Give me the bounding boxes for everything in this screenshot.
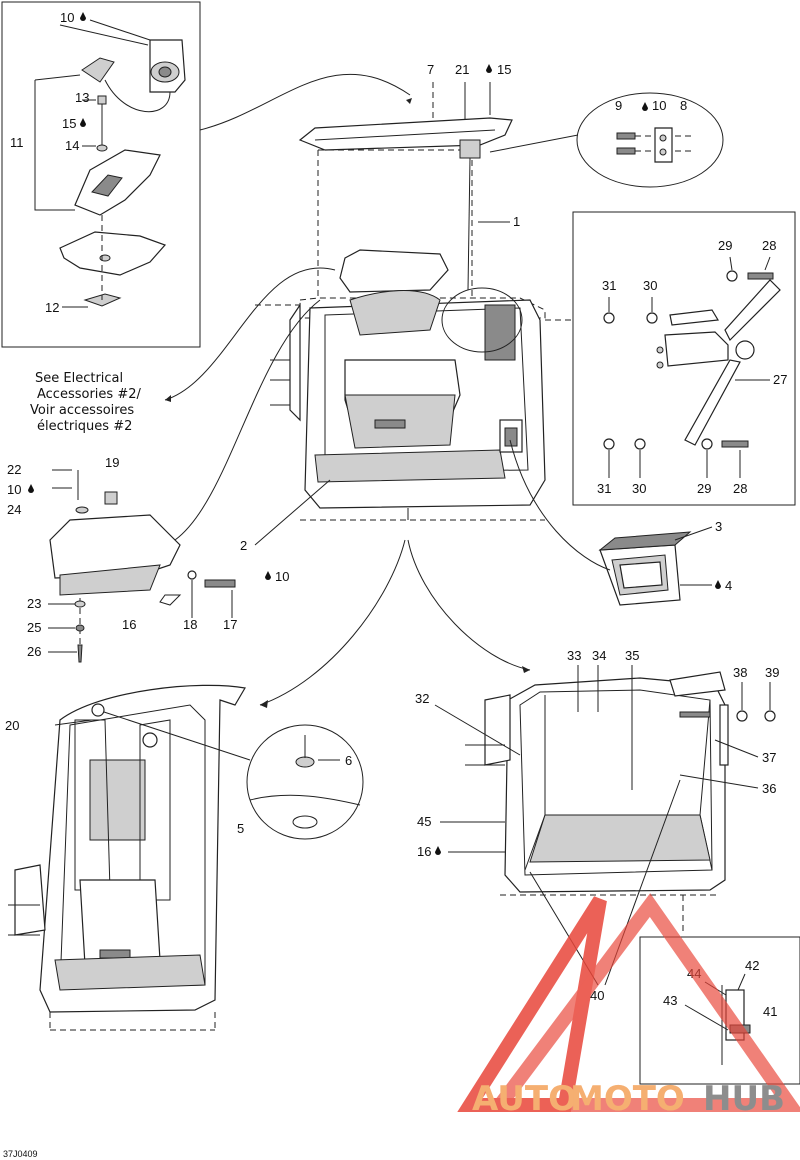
callout-3: 3 [715, 519, 722, 534]
main-storage-box: 1 2 [240, 139, 546, 553]
callout-19: 19 [105, 455, 119, 470]
callout-18: 18 [183, 617, 197, 632]
callout-38: 38 [733, 665, 747, 680]
drop-icon [642, 102, 648, 111]
callout-6: 6 [345, 753, 352, 768]
callout-16: 16 [122, 617, 136, 632]
callout-28: 28 [733, 481, 747, 496]
callout-42: 42 [745, 958, 759, 973]
callout-25: 25 [27, 620, 41, 635]
callout-13: 13 [75, 90, 89, 105]
callout-39: 39 [765, 665, 779, 680]
callout-15: 15 [62, 116, 76, 131]
callout-32: 32 [415, 691, 429, 706]
callout-22: 22 [7, 462, 21, 477]
callout-16: 16 [417, 844, 431, 859]
watermark-auto: AUTO [472, 1079, 577, 1119]
callout-34: 34 [592, 648, 606, 663]
callout-9: 9 [615, 98, 622, 113]
callout-27: 27 [773, 372, 787, 387]
callout-31: 31 [597, 481, 611, 496]
callout-11: 11 [10, 135, 24, 150]
callout-26: 26 [27, 644, 41, 659]
callout-14: 14 [65, 138, 79, 153]
callout-1: 1 [513, 214, 520, 229]
callout-33: 33 [567, 648, 581, 663]
callout-17: 17 [223, 617, 237, 632]
drop-icon [435, 846, 441, 855]
watermark-moto: MOTO [570, 1079, 685, 1119]
detail-box-top-left: 10 13 15 11 14 12 [1, 1, 201, 348]
drop-icon [486, 64, 492, 73]
drawing-code: 37J0409 [3, 1149, 38, 1159]
liner-assembly: 33 34 35 38 39 32 37 36 45 16 40 [415, 648, 779, 1003]
callout-7: 7 [427, 62, 434, 77]
callout-4: 4 [725, 578, 732, 593]
note-line-1: See Electrical [35, 371, 123, 386]
callout-28: 28 [762, 238, 776, 253]
callout-2: 2 [240, 538, 247, 553]
callout-20: 20 [5, 718, 19, 733]
watermark-logo: AUTO MOTO HUB [457, 893, 800, 1119]
callout-36: 36 [762, 781, 776, 796]
drop-icon [265, 571, 271, 580]
drop-icon [80, 118, 86, 127]
callout-23: 23 [27, 596, 41, 611]
callout-31: 31 [602, 278, 616, 293]
callout-30: 30 [643, 278, 657, 293]
callout-41: 41 [763, 1004, 777, 1019]
drop-icon [80, 12, 86, 21]
callout-10: 10 [7, 482, 21, 497]
callout-43: 43 [663, 993, 677, 1008]
callout-45: 45 [417, 814, 431, 829]
callout-8: 8 [680, 98, 687, 113]
callout-21: 21 [455, 62, 469, 77]
callout-12: 12 [45, 300, 59, 315]
detail-circle-hinge-bolts: 9 10 8 [489, 92, 724, 188]
flow-arrows [259, 539, 531, 708]
callout-37: 37 [762, 750, 776, 765]
electrical-note: See Electrical Accessories #2/ Voir acce… [30, 267, 336, 434]
note-line-4: électriques #2 [37, 419, 132, 434]
callout-15: 15 [497, 62, 511, 77]
callout-29: 29 [697, 481, 711, 496]
callout-5: 5 [237, 821, 244, 836]
callout-10: 10 [652, 98, 666, 113]
callout-10: 10 [275, 569, 289, 584]
detail-box-right-hinge: 29 28 31 30 27 31 30 29 28 [545, 211, 796, 506]
callout-35: 35 [625, 648, 639, 663]
note-line-2: Accessories #2/ [37, 387, 141, 402]
lid-assembly: 7 21 15 [199, 62, 513, 298]
callout-30: 30 [632, 481, 646, 496]
latch-handle: 3 4 [509, 439, 732, 606]
cabin-assembly: 20 5 6 [5, 684, 364, 1031]
callout-24: 24 [7, 502, 21, 517]
callout-10: 10 [60, 10, 74, 25]
callout-29: 29 [718, 238, 732, 253]
watermark-hub: HUB [703, 1079, 785, 1119]
drop-icon [715, 580, 721, 589]
note-line-3: Voir accessoires [30, 403, 134, 418]
drop-icon [28, 484, 34, 493]
latch-assembly-left: 22 19 10 24 23 25 16 18 17 10 26 [7, 299, 321, 663]
